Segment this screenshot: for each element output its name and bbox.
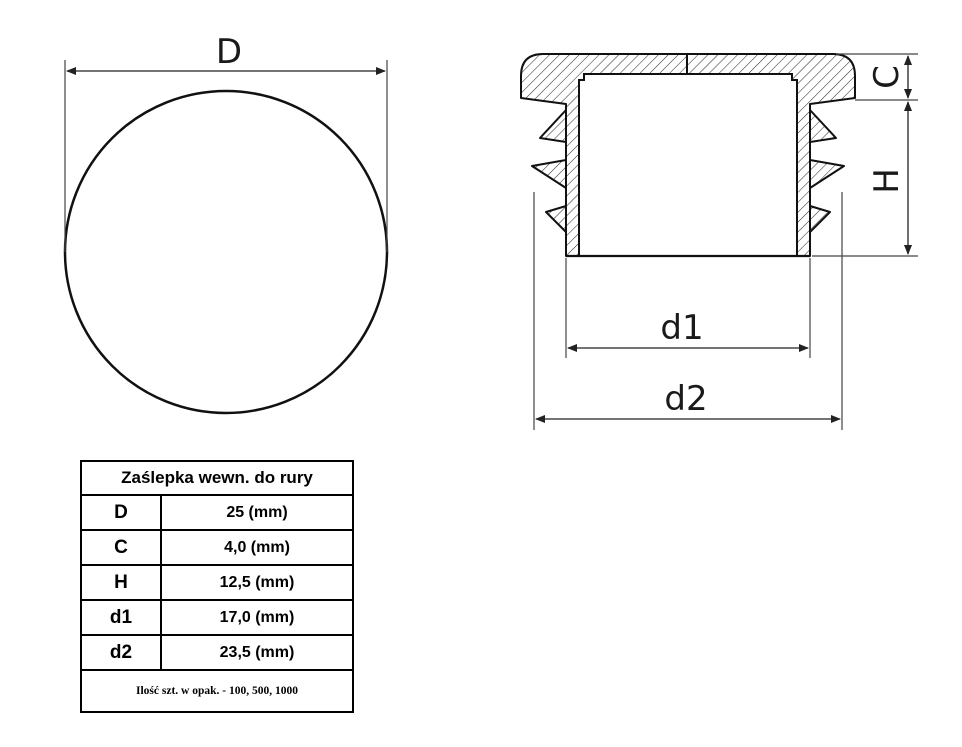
spec-table-header-row: Zaślepka wewn. do rury <box>80 460 354 496</box>
cap-outline-circle <box>63 89 389 415</box>
spec-key: d2 <box>80 634 162 671</box>
d1-label: d1 <box>660 308 703 348</box>
section-view: C H d1 d2 <box>520 53 918 430</box>
spec-key: D <box>80 494 162 531</box>
table-row: H 12,5 (mm) <box>80 564 354 601</box>
c-label: C <box>867 65 907 89</box>
spec-value: 25 (mm) <box>160 494 354 531</box>
table-row: C 4,0 (mm) <box>80 529 354 566</box>
spec-value: 12,5 (mm) <box>160 564 354 601</box>
spec-value: 23,5 (mm) <box>160 634 354 671</box>
inner-cavity-outline <box>578 73 798 256</box>
spec-value: 17,0 (mm) <box>160 599 354 636</box>
table-row: d1 17,0 (mm) <box>80 599 354 636</box>
spec-key: d1 <box>80 599 162 636</box>
spec-key: H <box>80 564 162 601</box>
d-label: D <box>216 32 242 72</box>
spec-table-title: Zaślepka wewn. do rury <box>80 460 354 496</box>
spec-table: Zaślepka wewn. do rury D 25 (mm) C 4,0 (… <box>80 460 354 713</box>
h-label: H <box>867 168 907 194</box>
table-row: d2 23,5 (mm) <box>80 634 354 671</box>
table-row: D 25 (mm) <box>80 494 354 531</box>
spec-value: 4,0 (mm) <box>160 529 354 566</box>
d2-label: d2 <box>664 379 707 419</box>
packaging-note: Ilość szt. w opak. - 100, 500, 1000 <box>80 669 354 713</box>
front-view: D <box>63 32 389 415</box>
spec-key: C <box>80 529 162 566</box>
spec-table-footer-row: Ilość szt. w opak. - 100, 500, 1000 <box>80 669 354 713</box>
